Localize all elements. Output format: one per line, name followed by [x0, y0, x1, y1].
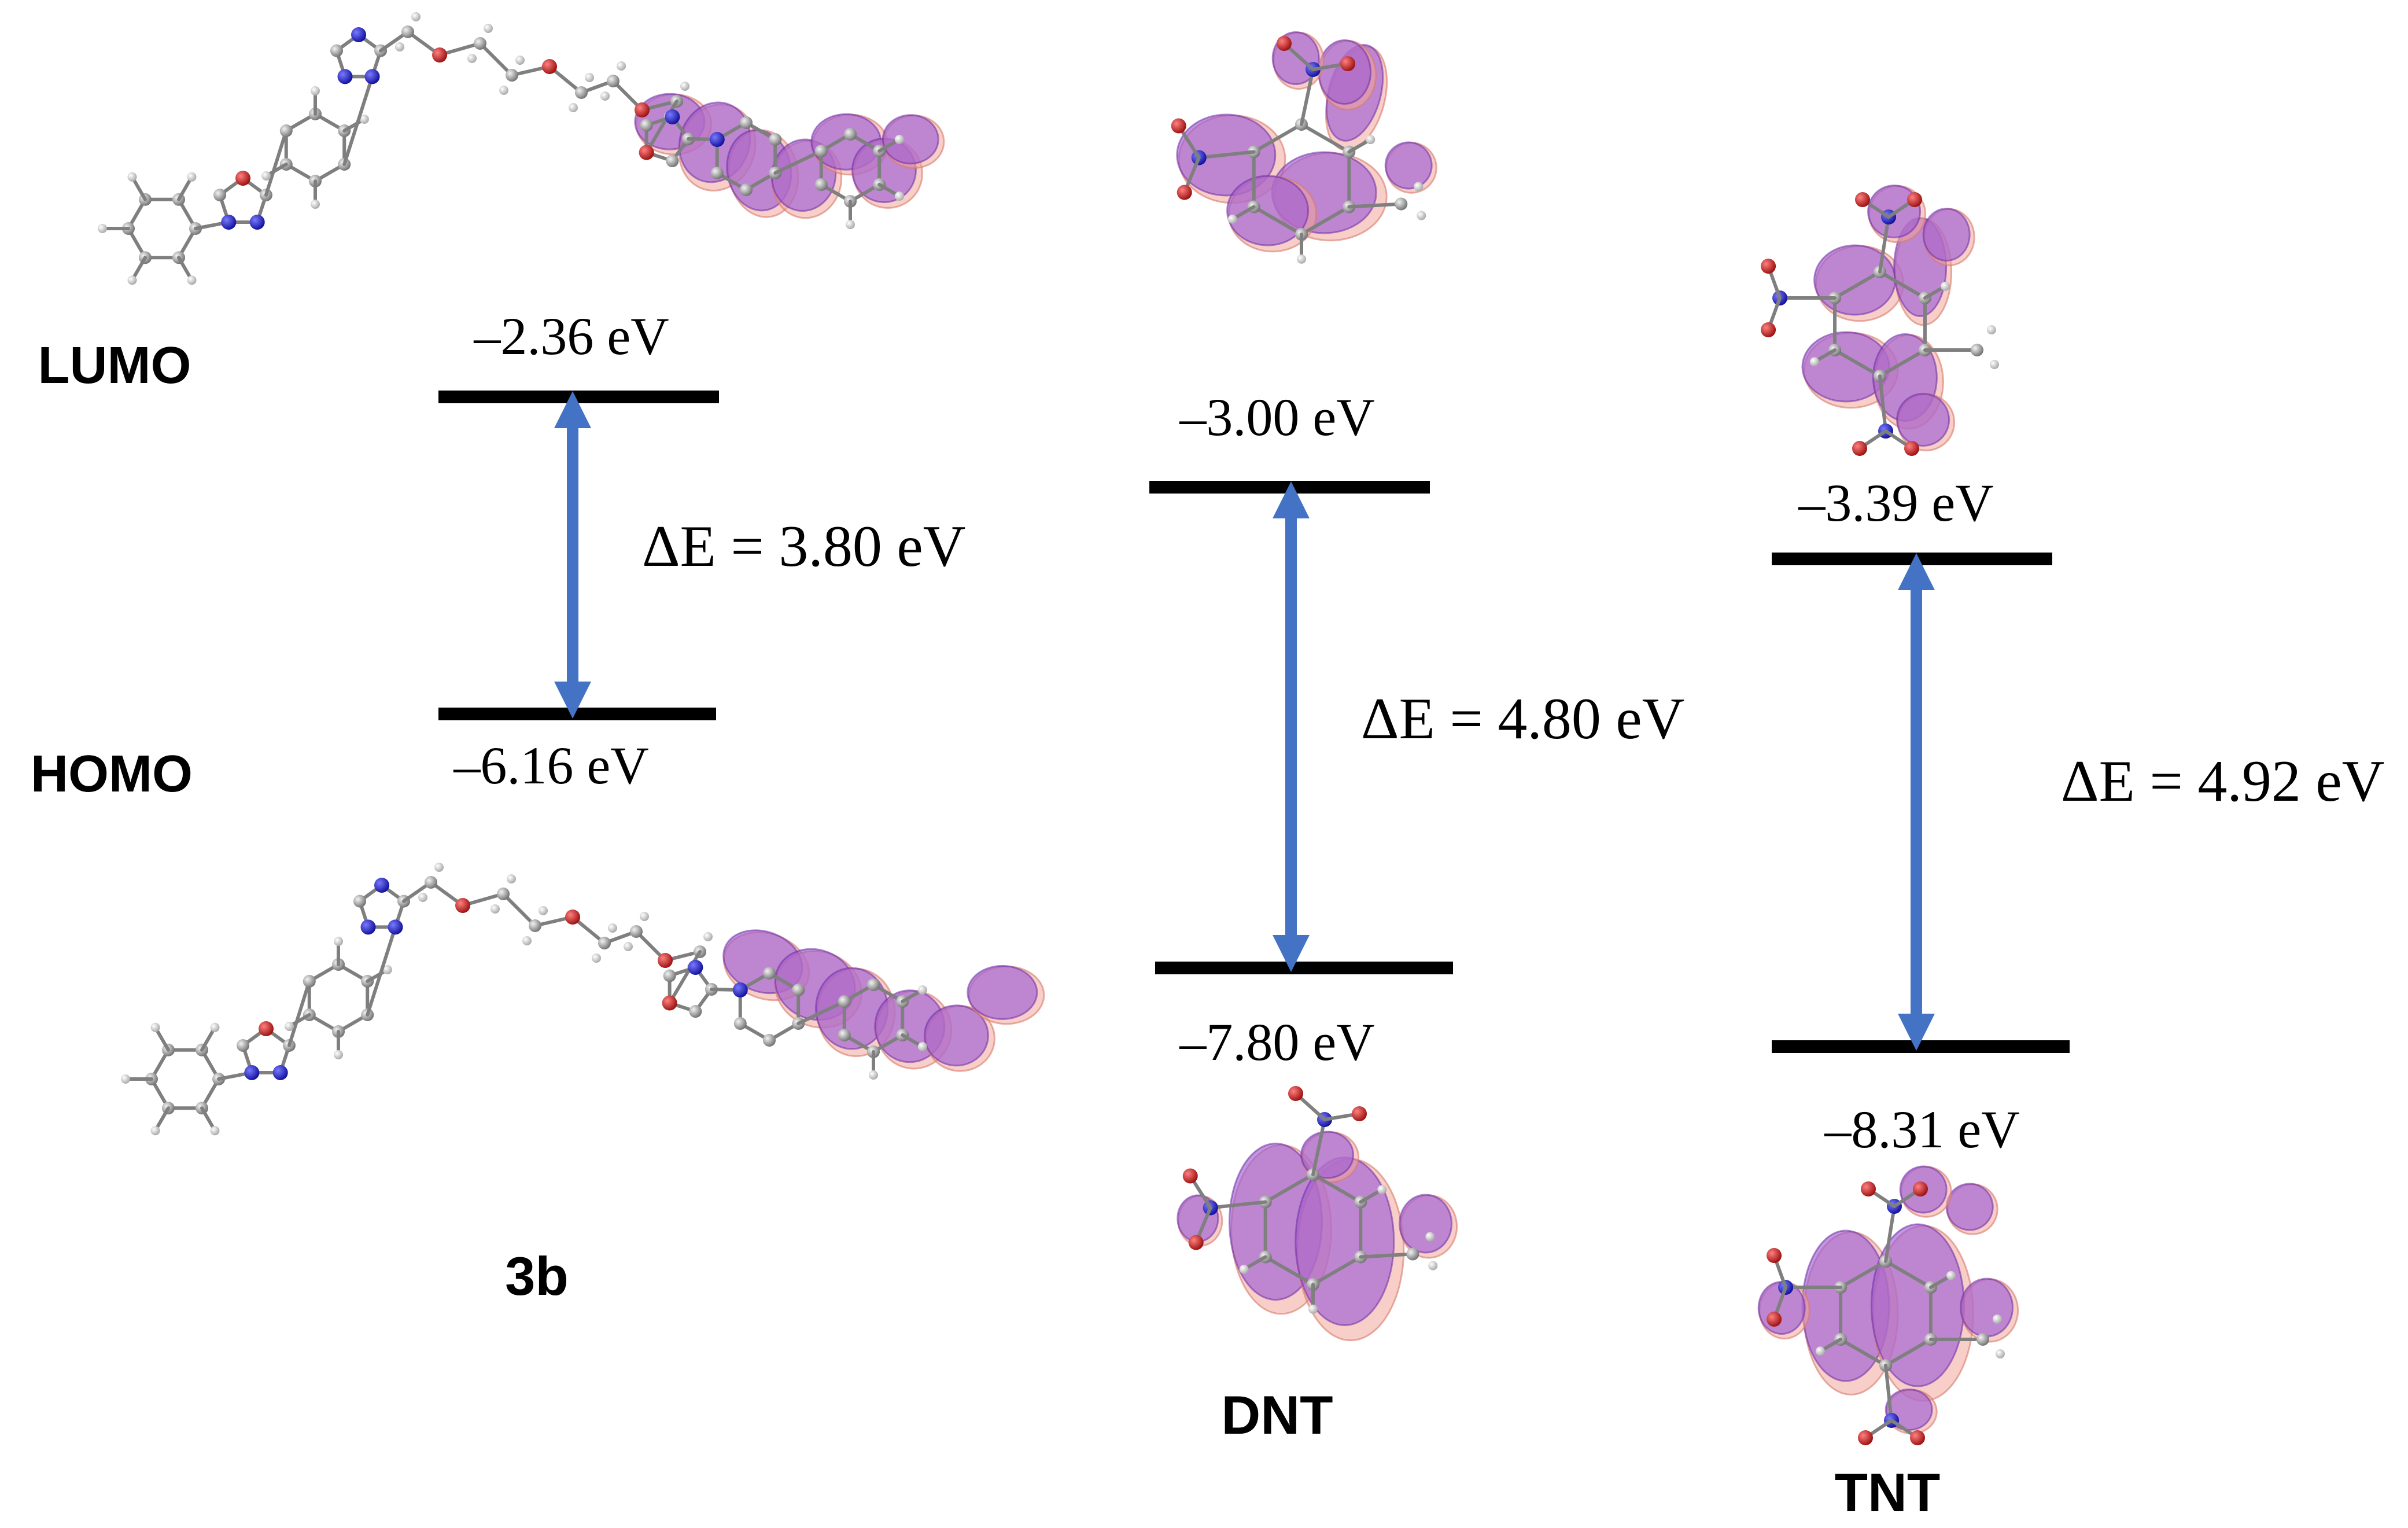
molecule-dnt-homo-orbital — [1177, 1086, 1458, 1342]
homo-energy-label-tnt: –8.31 eV — [1824, 1100, 2019, 1159]
lumo-energy-label-3b: –2.36 eV — [473, 307, 669, 366]
molecular-orbital-illustrations — [98, 12, 2019, 1445]
energy-gap-label-3b: ΔE = 3.80 eV — [642, 514, 965, 579]
molecule-3b-lumo-orbital — [98, 12, 945, 285]
lumo-row-label: LUMO — [38, 337, 191, 395]
molecule-tnt-homo-orbital — [1757, 1165, 2019, 1445]
energy-gap-label-tnt: ΔE = 4.92 eV — [2061, 749, 2384, 814]
molecule-3b-homo-orbital — [121, 863, 1045, 1136]
homo-row-label: HOMO — [31, 745, 193, 803]
lumo-energy-label-dnt: –3.00 eV — [1179, 388, 1374, 447]
molecule-dnt-lumo-orbital — [1171, 31, 1437, 264]
molecule-name-tnt: TNT — [1835, 1462, 1941, 1523]
energy-gap-label-dnt: ΔE = 4.80 eV — [1361, 686, 1684, 752]
molecule-tnt-lumo-orbital — [1761, 185, 1999, 456]
homo-energy-label-dnt: –7.80 eV — [1179, 1012, 1374, 1072]
molecule-name-3b: 3b — [505, 1246, 569, 1306]
lumo-energy-label-tnt: –3.39 eV — [1798, 473, 1993, 532]
molecule-name-dnt: DNT — [1221, 1385, 1333, 1445]
homo-energy-label-3b: –6.16 eV — [453, 736, 648, 795]
